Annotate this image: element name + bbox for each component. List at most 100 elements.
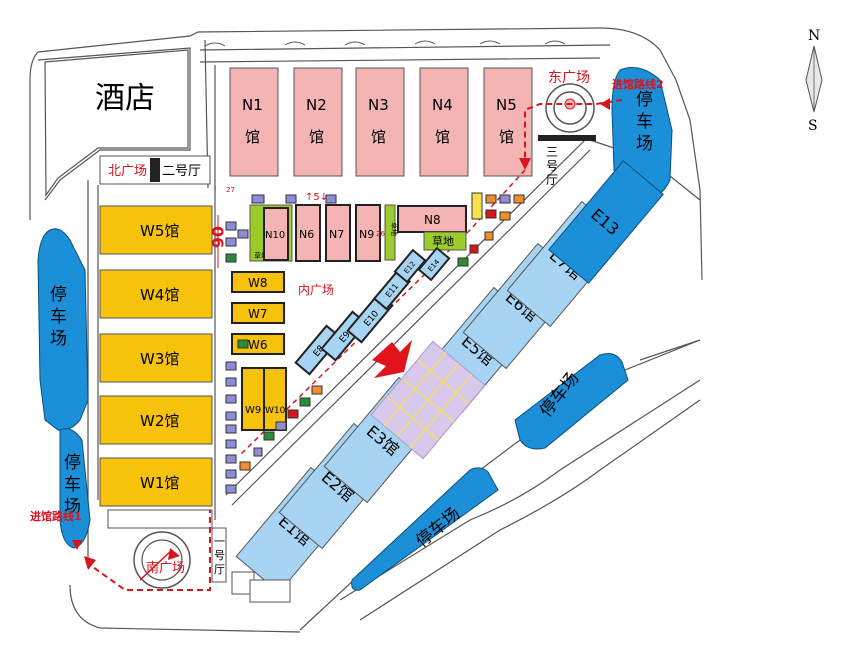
- hall-W7[interactable]: W7: [231, 302, 285, 324]
- east-plaza: 东广场 三 号 厅: [538, 70, 596, 187]
- inner-east-small-halls: E8 E9 E10 E11 E12 E14: [294, 246, 451, 376]
- inner-plaza-label: 内广场: [298, 283, 334, 297]
- hall-E13[interactable]: E13: [548, 160, 664, 284]
- west-marker: 06 27: [208, 186, 235, 268]
- parking-sw-char-3: 场: [64, 497, 81, 517]
- hall-W6[interactable]: W6: [231, 333, 285, 355]
- hall-N4[interactable]: N4 馆: [419, 67, 469, 177]
- hall-W9-label: W9: [245, 405, 261, 416]
- lawn-label: 草地: [432, 235, 454, 248]
- compass-north: N: [808, 28, 820, 44]
- hall-W9[interactable]: W9: [241, 367, 265, 431]
- east-plaza-label: 东广场: [548, 70, 590, 86]
- lawn-area: 草地: [423, 231, 467, 251]
- hall-N2-code: N2: [306, 96, 327, 114]
- hall-N3[interactable]: N3 馆: [355, 67, 405, 177]
- hall-N4-code: N4: [432, 96, 453, 114]
- parking-west: 停 车 场: [37, 228, 89, 431]
- lawn-v1: 草地: [254, 251, 268, 260]
- booth-markers: [225, 192, 525, 494]
- hall3-label-2: 号: [546, 159, 558, 173]
- hall-W8[interactable]: W8: [231, 271, 285, 293]
- parking-sw-char-2: 车: [64, 475, 81, 495]
- hall-W4[interactable]: W4馆: [99, 269, 213, 319]
- hall-N3-suffix: 馆: [371, 128, 386, 146]
- hall-W1-label: W1馆: [140, 474, 179, 492]
- parking-southwest: 停 车 场: [59, 428, 91, 549]
- hotel-block: 酒店: [44, 49, 189, 197]
- hall-N10[interactable]: N10: [263, 207, 289, 261]
- hall-E8[interactable]: E8: [294, 324, 342, 376]
- hall-W3[interactable]: W3馆: [99, 333, 213, 383]
- hall-W6-label: W6: [248, 338, 268, 352]
- west-marker-top: 27: [226, 186, 235, 194]
- hall-W8-label: W8: [248, 276, 268, 290]
- hall-E11[interactable]: E11: [372, 269, 412, 311]
- hall-N5-code: N5: [496, 96, 517, 114]
- inner-west-halls: W8 W7 W6 W9 W10: [231, 271, 287, 431]
- marker-26: 26: [376, 230, 385, 238]
- compass-south: S: [808, 118, 818, 134]
- lawn-v2: 草地: [390, 222, 399, 236]
- parking-east: 停车场: [514, 353, 629, 450]
- north-plaza: 北广场 二号厅: [99, 155, 211, 185]
- hall-W2[interactable]: W2馆: [99, 395, 213, 445]
- parking-ne-char-3: 场: [636, 134, 653, 154]
- hall-N10-label: N10: [265, 230, 285, 241]
- hall2-label: 二号厅: [162, 164, 201, 179]
- north-inner-marker: ↑5↓: [305, 192, 328, 203]
- target-arrow-icon: [372, 340, 412, 378]
- hall-N7[interactable]: N7: [325, 204, 351, 262]
- parking-sw-char-1: 停: [64, 453, 81, 473]
- hall-W10-label: W10: [265, 406, 286, 416]
- hall-N2[interactable]: N2 馆: [293, 67, 343, 177]
- north-plaza-label: 北广场: [108, 164, 147, 179]
- route-2-label: 进馆路线2: [612, 77, 664, 91]
- hall3-label-3: 厅: [546, 173, 558, 187]
- compass: N S: [805, 28, 823, 134]
- hall-N7-label: N7: [329, 228, 344, 241]
- hall-N1[interactable]: N1 馆: [229, 67, 279, 177]
- hall1-label-2: 号: [214, 549, 225, 562]
- parking-west-char-3: 场: [50, 329, 67, 349]
- hall-N1-code: N1: [242, 96, 263, 114]
- hall-N4-suffix: 馆: [435, 128, 450, 146]
- hall-N9[interactable]: N9: [355, 204, 381, 262]
- hall-E14[interactable]: E14: [417, 246, 451, 282]
- east-halls: E1馆 E2馆 E3馆 E5馆 E6馆 E7馆 E13: [235, 160, 664, 594]
- hall-N5-suffix: 馆: [499, 128, 514, 146]
- north-parking-rows: [204, 40, 566, 47]
- hall-W3-label: W3馆: [140, 350, 179, 368]
- parking-west-char-1: 停: [50, 285, 67, 305]
- hall-N6[interactable]: N6: [295, 204, 321, 262]
- route-1-label: 进馆路线1: [30, 509, 82, 523]
- hall-N8-label: N8: [424, 213, 441, 227]
- hall-N1-suffix: 馆: [245, 128, 260, 146]
- north-halls: N1 馆 N2 馆 N3 馆 N4 馆 N5 馆: [229, 67, 533, 177]
- hall-W1[interactable]: W1馆: [99, 457, 213, 507]
- hall-W4-label: W4馆: [140, 286, 179, 304]
- west-halls: W5馆 W4馆 W3馆 W2馆 W1馆: [99, 205, 213, 529]
- hall-W5-label: W5馆: [140, 222, 179, 240]
- parking-ne-char-2: 车: [636, 112, 653, 132]
- hall3-label-1: 三: [546, 145, 558, 159]
- hall-E12[interactable]: E12: [393, 248, 427, 284]
- hall-W10[interactable]: W10: [263, 367, 287, 431]
- hall-W7-label: W7: [248, 307, 268, 321]
- hall1-label-1: 一: [214, 535, 225, 548]
- hall-W2-label: W2馆: [140, 412, 179, 430]
- hall-N9-label: N9: [359, 228, 374, 241]
- route-1: 进馆路线1: [30, 509, 211, 591]
- parking-west-char-2: 车: [50, 307, 67, 327]
- hall-N8[interactable]: N8: [397, 205, 467, 233]
- hall-N2-suffix: 馆: [309, 128, 324, 146]
- hall1-label-3: 厅: [214, 563, 225, 576]
- route-2: 进馆路线2: [239, 77, 664, 456]
- inner-north-halls: 草地 N10 N6 N7 N9 草地 N8 草地 ↑5↓ 26: [249, 192, 467, 262]
- highlight-area: [370, 340, 486, 460]
- hall-N6-label: N6: [299, 228, 314, 241]
- hall-W5[interactable]: W5馆: [99, 205, 213, 255]
- parking-ne-char-1: 停: [636, 90, 653, 110]
